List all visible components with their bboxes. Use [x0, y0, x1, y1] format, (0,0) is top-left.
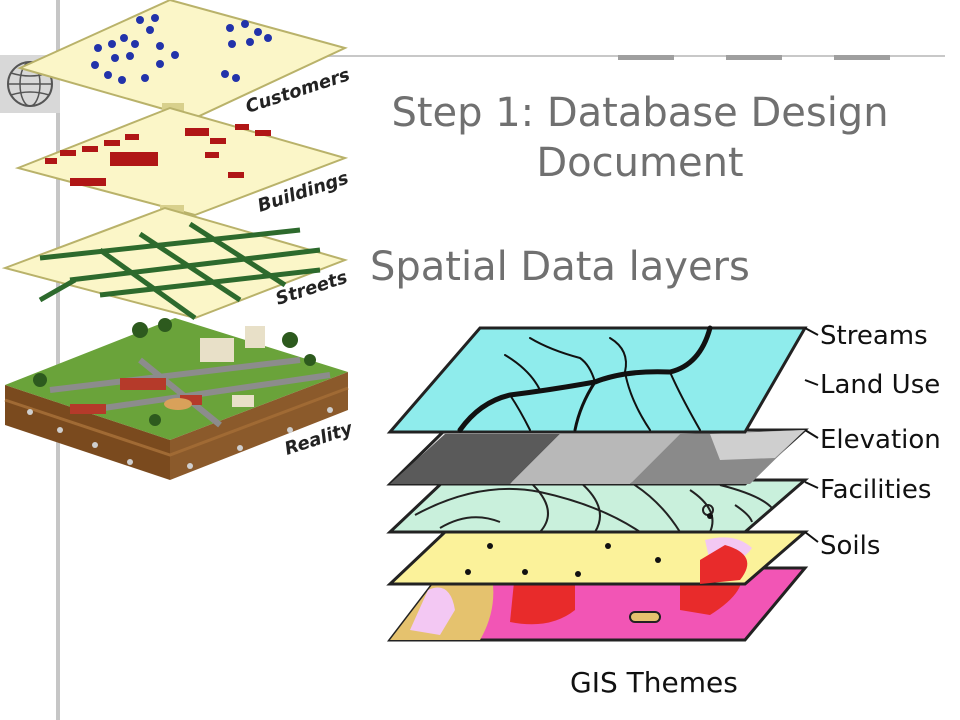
theme-label-elevation: Elevation [820, 425, 941, 455]
header-dash [726, 55, 782, 60]
label-leader [804, 481, 819, 489]
facilities-layer [386, 530, 810, 586]
streams-layer [386, 325, 808, 434]
slide-title: Step 1: Database Design Document [360, 88, 920, 188]
label-leader [804, 531, 819, 543]
label-leader [804, 327, 819, 336]
slide-subtitle: Spatial Data layers [370, 244, 750, 290]
map-layers-illustration: Customers Buildings Streets [1, 0, 356, 480]
theme-label-soils: Soils [820, 531, 880, 561]
label-leader [804, 429, 819, 439]
gis-themes-caption: GIS Themes [570, 666, 738, 699]
buildings-layer [14, 106, 349, 217]
gis-themes-diagram: Streams Land Use Elevation Facilities So… [386, 321, 941, 699]
theme-label-facilities: Facilities [820, 475, 931, 505]
label-leader [804, 379, 819, 386]
land-use-layer [386, 428, 809, 486]
header-dash [834, 55, 890, 60]
header-dash [618, 55, 674, 60]
theme-label-land-use: Land Use [820, 370, 940, 400]
streets-layer [1, 206, 349, 321]
soils-layer [386, 566, 809, 642]
left-vertical-rule [56, 0, 60, 720]
theme-label-streams: Streams [820, 321, 928, 351]
title-line-1: Step 1: Database Design [391, 90, 889, 136]
customers-layer [17, 0, 348, 120]
globe-icon [7, 61, 53, 107]
title-line-2: Document [536, 140, 744, 186]
reality-terrain-block [4, 318, 349, 480]
elevation-layer [386, 478, 810, 534]
